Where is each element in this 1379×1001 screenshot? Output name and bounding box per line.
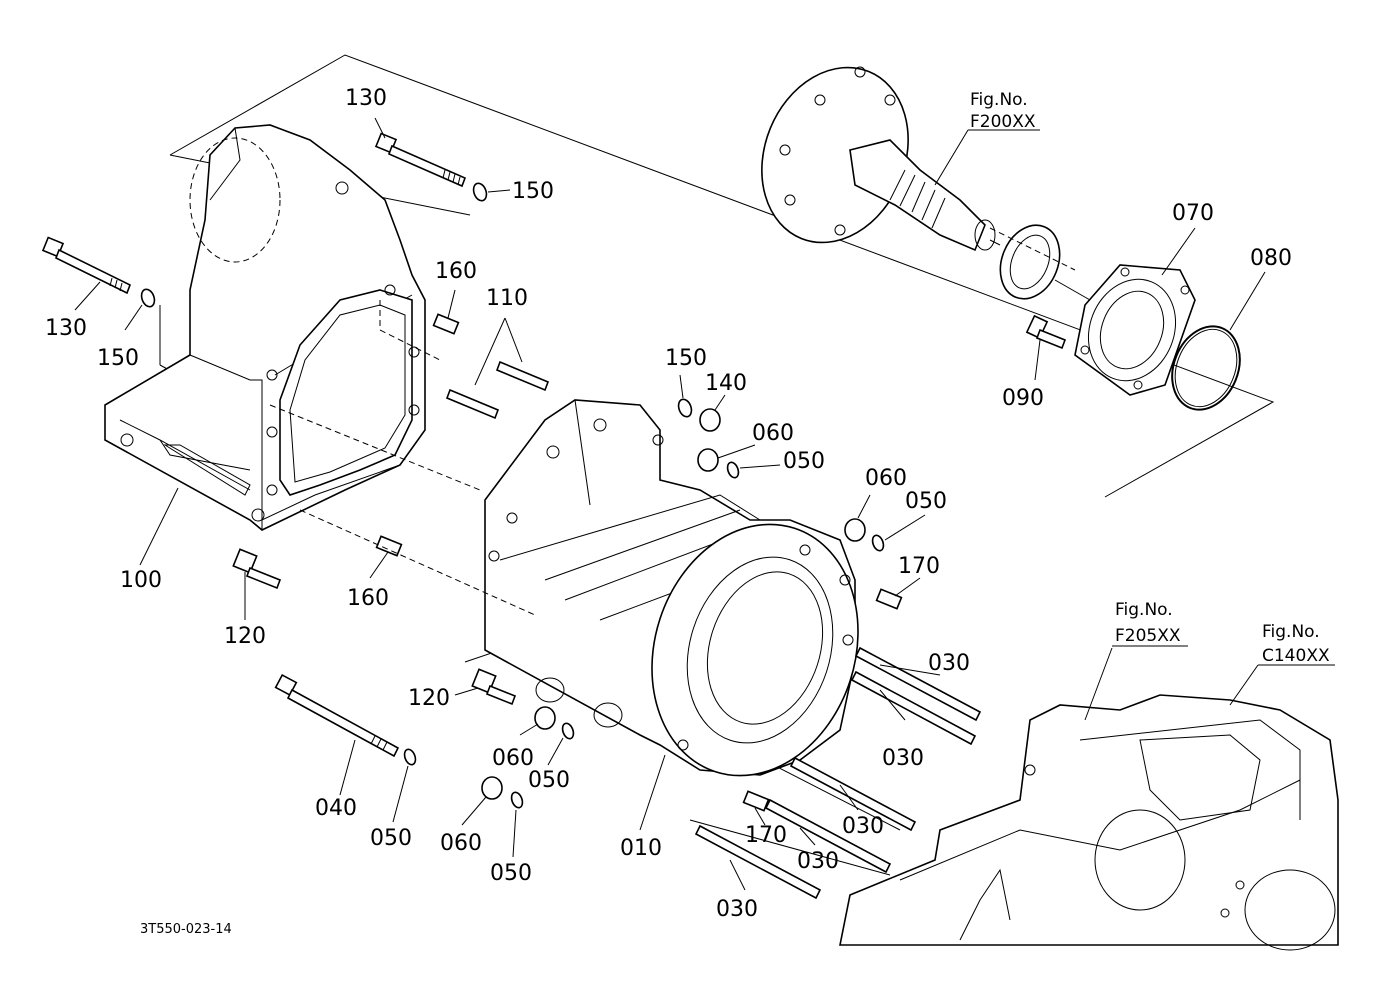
washer-050-a	[726, 461, 740, 479]
fig-ref-f200xx-code: F200XX	[970, 112, 1036, 132]
fig-ref-f200xx: Fig.No. F200XX	[968, 90, 1040, 132]
part-label-060: 060	[865, 466, 907, 491]
nut-140	[699, 408, 721, 432]
part-label-150: 150	[97, 346, 139, 371]
pin-160-top	[432, 313, 460, 335]
washer-150-top	[472, 182, 488, 202]
part-label-130: 130	[345, 86, 387, 111]
fig-ref-c140xx: Fig.No. C140XX	[1258, 622, 1335, 666]
part-label-120: 120	[408, 686, 450, 711]
part-label-050: 050	[370, 826, 412, 851]
fig-ref-c140xx-title: Fig.No.	[1262, 622, 1320, 642]
part-label-030: 030	[842, 814, 884, 839]
stud-110	[445, 360, 550, 420]
part-label-050: 050	[490, 861, 532, 886]
part-labels: 130 150 130 150 160 110 150 140 060 050 …	[45, 86, 1292, 922]
part-label-010: 010	[620, 836, 662, 861]
leader-lines	[74, 117, 1266, 891]
part-label-040: 040	[315, 796, 357, 821]
o-ring-080	[1171, 325, 1241, 411]
part-label-170: 170	[898, 554, 940, 579]
pin-170-bottom	[742, 790, 770, 812]
part-label-160: 160	[347, 586, 389, 611]
housing-100	[104, 124, 426, 531]
drawing-code: 3T550-023-14	[140, 922, 232, 937]
washer-050-b	[871, 534, 885, 552]
part-label-030: 030	[716, 897, 758, 922]
transmission-housing-reference	[839, 694, 1339, 951]
part-label-030: 030	[928, 651, 970, 676]
nut-060-b	[844, 518, 866, 542]
fig-ref-f205xx-code: F205XX	[1115, 626, 1181, 646]
washer-050-c	[561, 722, 575, 740]
part-label-080: 080	[1250, 246, 1292, 271]
nut-060-d	[481, 776, 503, 800]
part-label-090: 090	[1002, 386, 1044, 411]
part-label-050: 050	[783, 449, 825, 474]
bearing-cover-070	[1074, 264, 1196, 396]
bolt-090	[1025, 314, 1067, 350]
part-label-050: 050	[905, 489, 947, 514]
part-label-140: 140	[705, 371, 747, 396]
part-label-110: 110	[486, 286, 528, 311]
part-label-070: 070	[1172, 201, 1214, 226]
bolt-120-left	[232, 548, 282, 590]
nut-060-a	[697, 448, 719, 472]
fig-ref-f205xx-title: Fig.No.	[1115, 600, 1173, 620]
assembly-dash-lines	[269, 227, 1076, 616]
part-label-100: 100	[120, 568, 162, 593]
washer-050-d	[403, 748, 417, 766]
pin-170-right	[875, 588, 903, 610]
bolt-120-center	[471, 668, 517, 706]
main-case-010	[484, 399, 859, 777]
bolt-040	[274, 673, 400, 758]
part-label-170: 170	[745, 823, 787, 848]
part-label-030: 030	[797, 849, 839, 874]
fig-ref-f205xx: Fig.No. F205XX	[1112, 600, 1188, 647]
shaft-assembly-reference	[761, 66, 1001, 252]
washer-050-e	[510, 791, 524, 809]
washer-150-mid	[677, 398, 693, 418]
seal-ring	[999, 224, 1061, 300]
part-label-150: 150	[512, 179, 554, 204]
part-label-030: 030	[882, 746, 924, 771]
part-label-120: 120	[224, 624, 266, 649]
bolt-130-top	[374, 132, 467, 188]
part-label-060: 060	[752, 421, 794, 446]
part-label-060: 060	[440, 831, 482, 856]
part-label-160: 160	[435, 259, 477, 284]
part-label-130: 130	[45, 316, 87, 341]
nut-060-c	[534, 706, 556, 730]
part-label-050: 050	[528, 768, 570, 793]
washer-150-left	[140, 288, 156, 308]
fig-ref-f200xx-title: Fig.No.	[970, 90, 1028, 110]
pin-160-bottom	[375, 535, 403, 557]
bolt-130-left	[41, 236, 132, 295]
fig-ref-c140xx-code: C140XX	[1262, 646, 1330, 666]
part-label-060: 060	[492, 746, 534, 771]
part-label-150: 150	[665, 346, 707, 371]
